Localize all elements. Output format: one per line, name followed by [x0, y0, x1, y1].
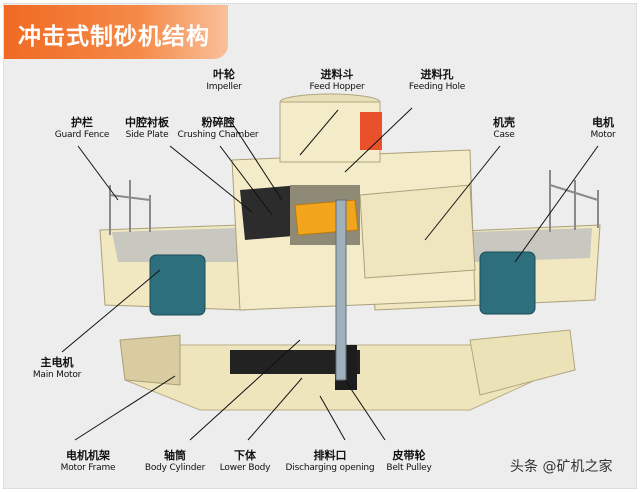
side-plate — [240, 185, 305, 240]
title-banner: 冲击式制砂机结构 — [4, 5, 228, 59]
motor-frame-right — [469, 329, 576, 396]
impeller — [294, 199, 359, 236]
leader-lines — [61, 107, 599, 441]
main-motor-right — [479, 251, 536, 315]
main-shaft — [335, 199, 347, 381]
hopper-band — [360, 112, 382, 150]
diagram-title: 冲击式制砂机结构 — [18, 24, 210, 50]
guard-fence — [109, 170, 599, 235]
left-grating — [112, 228, 238, 262]
main-motor-left — [149, 254, 206, 316]
motor-frame-left — [119, 334, 181, 386]
case-right-housing — [359, 184, 476, 279]
watermark: 头条 @矿机之家 — [510, 459, 613, 475]
